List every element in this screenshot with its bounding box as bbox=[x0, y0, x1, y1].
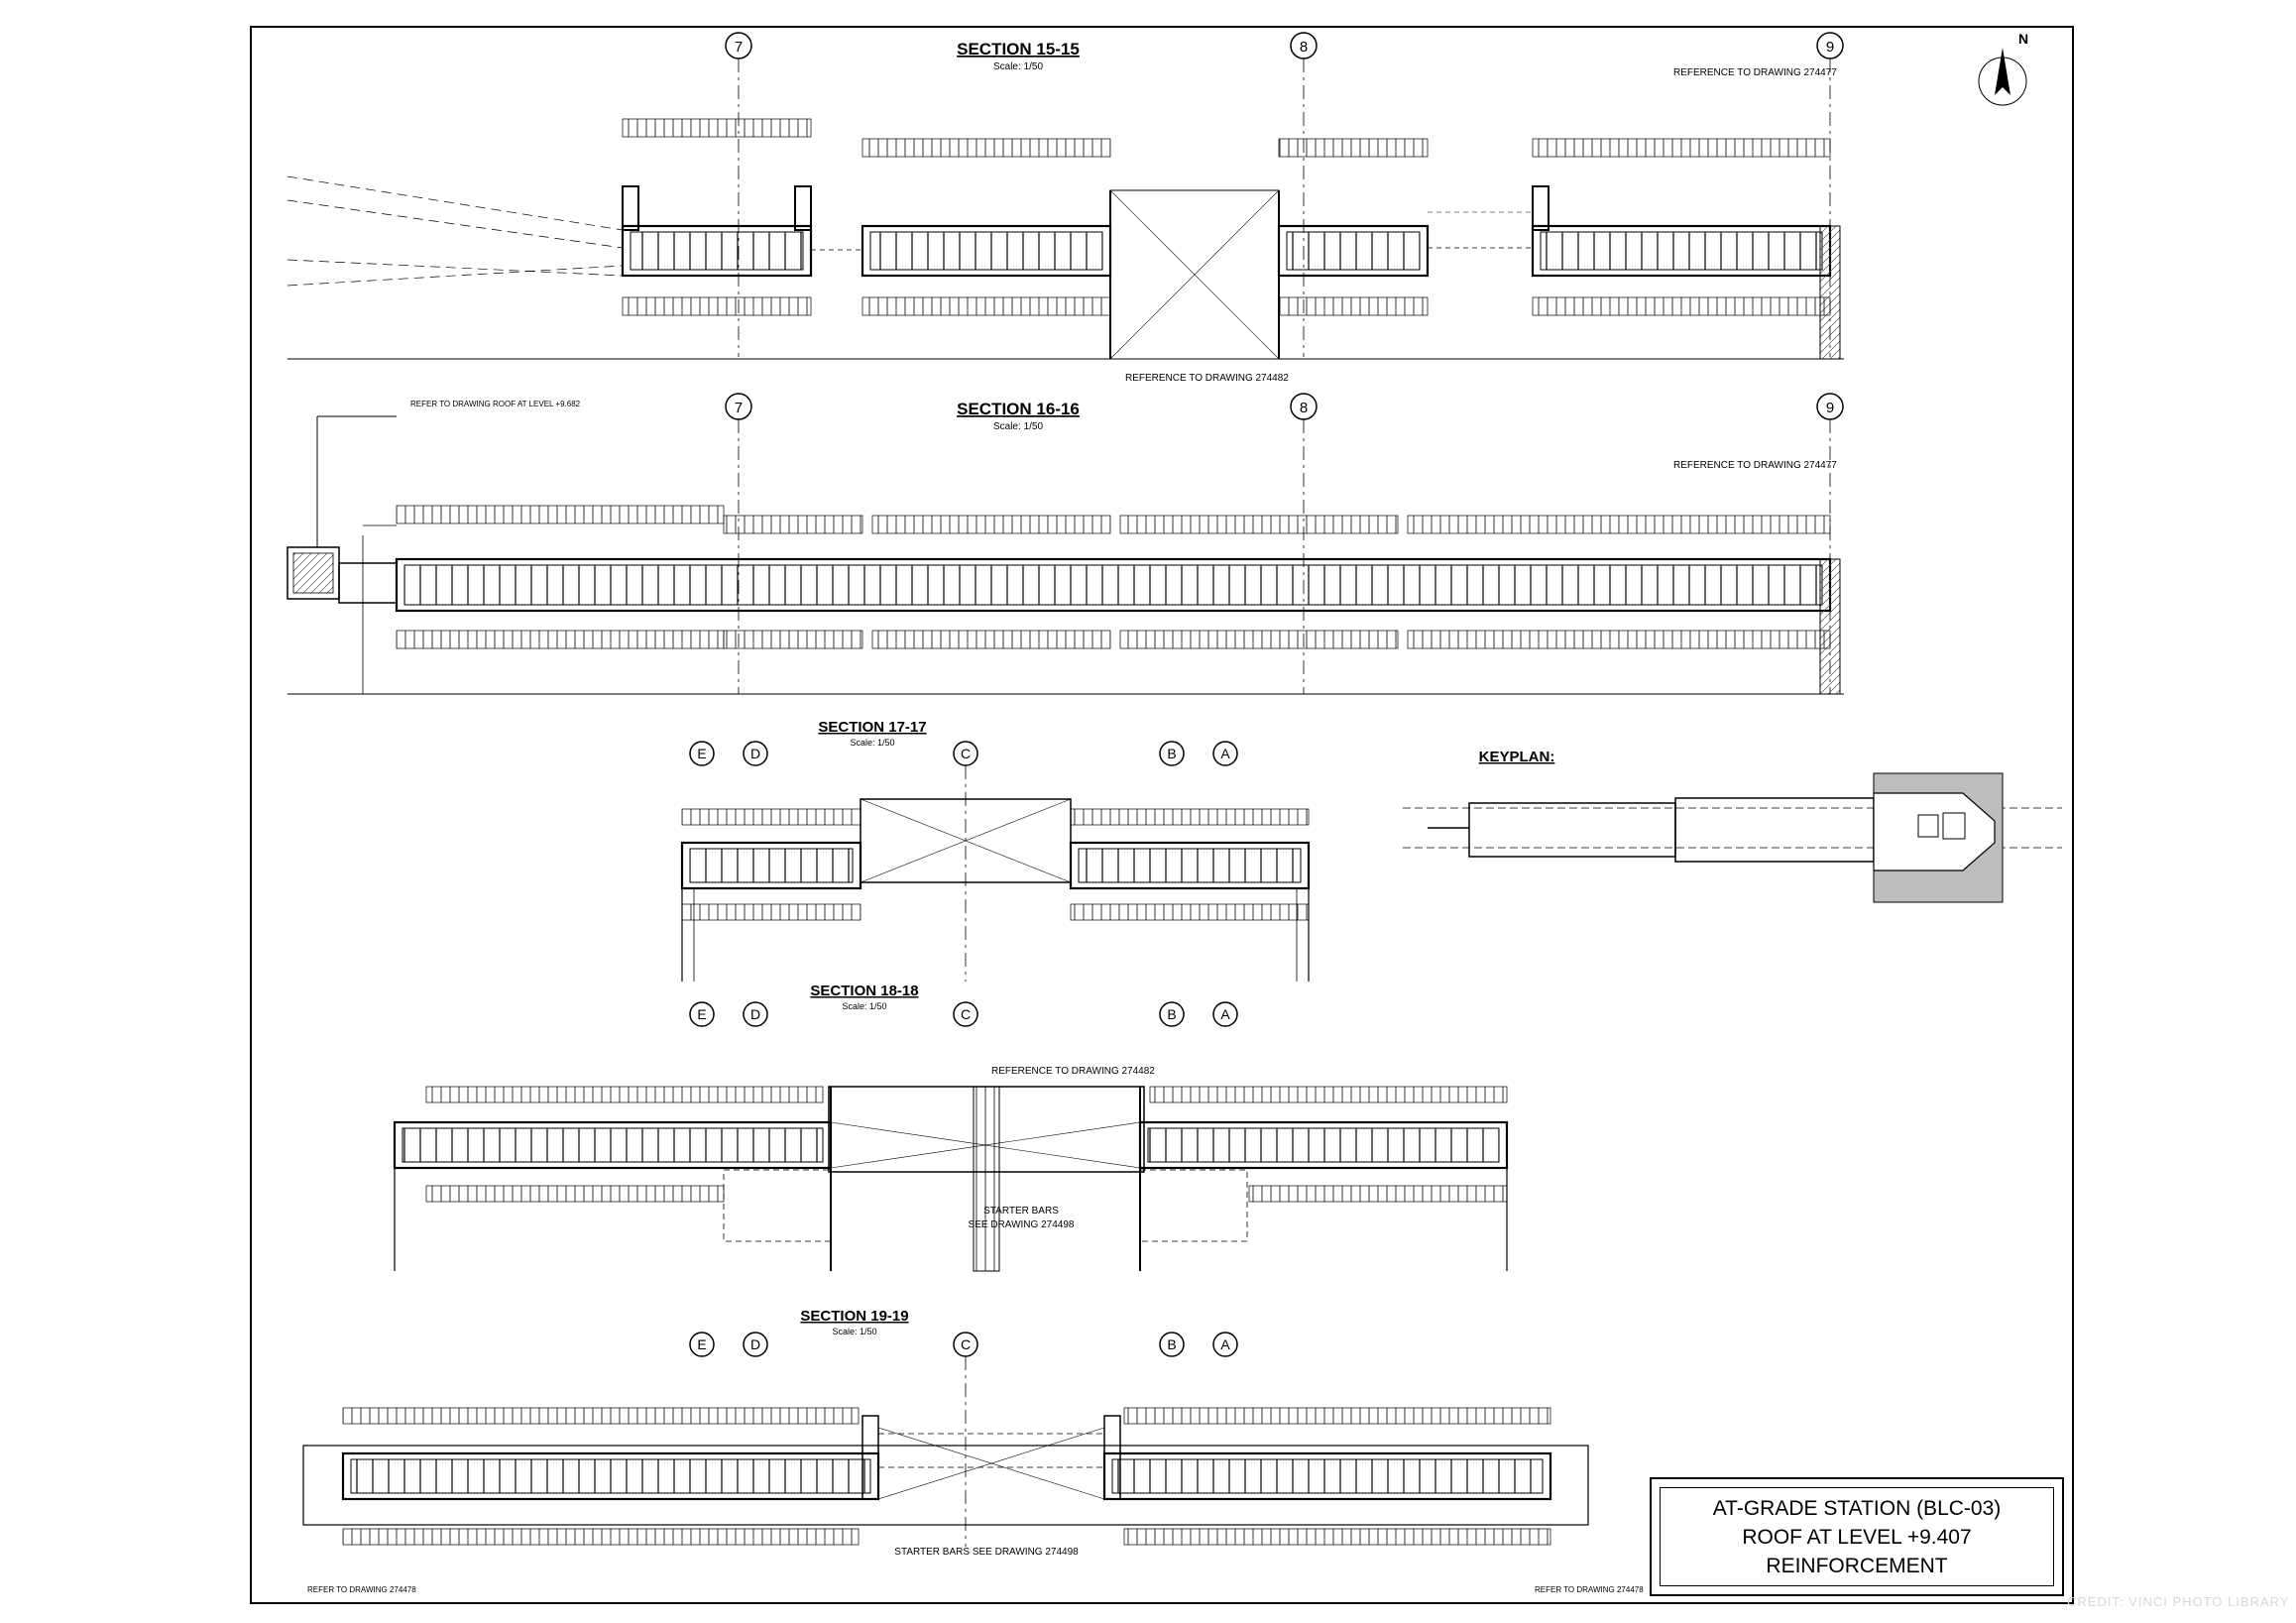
section-15-15: SECTION 15-15 Scale: 1/50 7 8 9 REFERENC… bbox=[287, 32, 1844, 384]
svg-text:C: C bbox=[961, 1336, 971, 1352]
svg-text:B: B bbox=[1167, 1336, 1176, 1352]
svg-text:C: C bbox=[961, 746, 971, 761]
gridline-9: 9 bbox=[1816, 393, 1844, 694]
reference-note: REFERENCE TO DRAWING 274477 bbox=[1673, 460, 1837, 471]
svg-text:9: 9 bbox=[1826, 400, 1834, 416]
gridline-7: 7 bbox=[725, 393, 752, 694]
keyplan-title: KEYPLAN: bbox=[1479, 749, 1555, 765]
section-scale: Scale: 1/50 bbox=[993, 421, 1043, 432]
title-line-1: AT-GRADE STATION (BLC-03) bbox=[1712, 1496, 2002, 1520]
reference-note: REFERENCE TO DRAWING 274482 bbox=[1125, 373, 1289, 384]
reference-note: REFER TO DRAWING ROOF AT LEVEL +9.682 bbox=[410, 400, 581, 408]
grid-bubbles: E D C B A bbox=[689, 1332, 1238, 1357]
section-title: SECTION 17-17 bbox=[818, 719, 926, 736]
svg-text:D: D bbox=[750, 1006, 760, 1022]
grid-bubbles: E D C B A bbox=[689, 741, 1238, 766]
reference-note: REFERENCE TO DRAWING 274482 bbox=[991, 1066, 1155, 1077]
svg-text:D: D bbox=[750, 1336, 760, 1352]
starter-bars-note: STARTER BARS SEE DRAWING 274498 bbox=[894, 1547, 1079, 1558]
photo-credit: CREDIT: VINCI PHOTO LIBRARY bbox=[2067, 1594, 2290, 1609]
north-arrow-icon: N bbox=[1978, 31, 2028, 106]
svg-text:8: 8 bbox=[1300, 39, 1308, 56]
section-18-18: SECTION 18-18 Scale: 1/50 E D C B A REFE… bbox=[393, 983, 1509, 1272]
section-19-19: SECTION 19-19 Scale: 1/50 E D C B A STAR… bbox=[302, 1308, 1644, 1594]
section-scale: Scale: 1/50 bbox=[993, 61, 1043, 72]
starter-bars-note: STARTER BARS bbox=[983, 1206, 1059, 1217]
svg-text:A: A bbox=[1220, 746, 1230, 761]
section-title: SECTION 16-16 bbox=[957, 400, 1080, 418]
reference-note: REFERENCE TO DRAWING 274477 bbox=[1673, 67, 1837, 78]
svg-text:A: A bbox=[1220, 1006, 1230, 1022]
title-line-2: ROOF AT LEVEL +9.407 bbox=[1742, 1525, 1972, 1549]
svg-text:C: C bbox=[961, 1006, 971, 1022]
svg-text:E: E bbox=[697, 1336, 706, 1352]
section-17-17: SECTION 17-17 Scale: 1/50 E D C B A bbox=[680, 719, 1311, 982]
section-title: SECTION 15-15 bbox=[957, 40, 1080, 58]
svg-text:D: D bbox=[750, 746, 760, 761]
section-title: SECTION 18-18 bbox=[810, 983, 918, 999]
section-scale: Scale: 1/50 bbox=[842, 1001, 886, 1011]
starter-bars-note: SEE DRAWING 274498 bbox=[969, 1219, 1075, 1230]
svg-text:7: 7 bbox=[735, 39, 743, 56]
svg-text:E: E bbox=[697, 746, 706, 761]
title-block: AT-GRADE STATION (BLC-03) ROOF AT LEVEL … bbox=[1650, 1477, 2064, 1596]
svg-text:E: E bbox=[697, 1006, 706, 1022]
title-line-3: REINFORCEMENT bbox=[1766, 1554, 1948, 1577]
svg-text:8: 8 bbox=[1300, 400, 1308, 416]
reference-note: REFER TO DRAWING 274478 bbox=[307, 1585, 416, 1594]
gridline-8: 8 bbox=[1290, 393, 1318, 694]
grid-bubbles: E D C B A bbox=[689, 1001, 1238, 1027]
section-title: SECTION 19-19 bbox=[800, 1308, 908, 1325]
svg-text:7: 7 bbox=[735, 400, 743, 416]
svg-text:A: A bbox=[1220, 1336, 1230, 1352]
reference-note: REFER TO DRAWING 274478 bbox=[1535, 1585, 1644, 1594]
keyplan: KEYPLAN: bbox=[1403, 749, 2062, 903]
section-scale: Scale: 1/50 bbox=[832, 1327, 876, 1336]
section-16-16: SECTION 16-16 Scale: 1/50 7 8 9 REFERENC… bbox=[287, 393, 1844, 695]
svg-text:9: 9 bbox=[1826, 39, 1834, 56]
north-label: N bbox=[2018, 31, 2028, 47]
svg-text:B: B bbox=[1167, 746, 1176, 761]
svg-text:B: B bbox=[1167, 1006, 1176, 1022]
section-scale: Scale: 1/50 bbox=[850, 738, 894, 748]
